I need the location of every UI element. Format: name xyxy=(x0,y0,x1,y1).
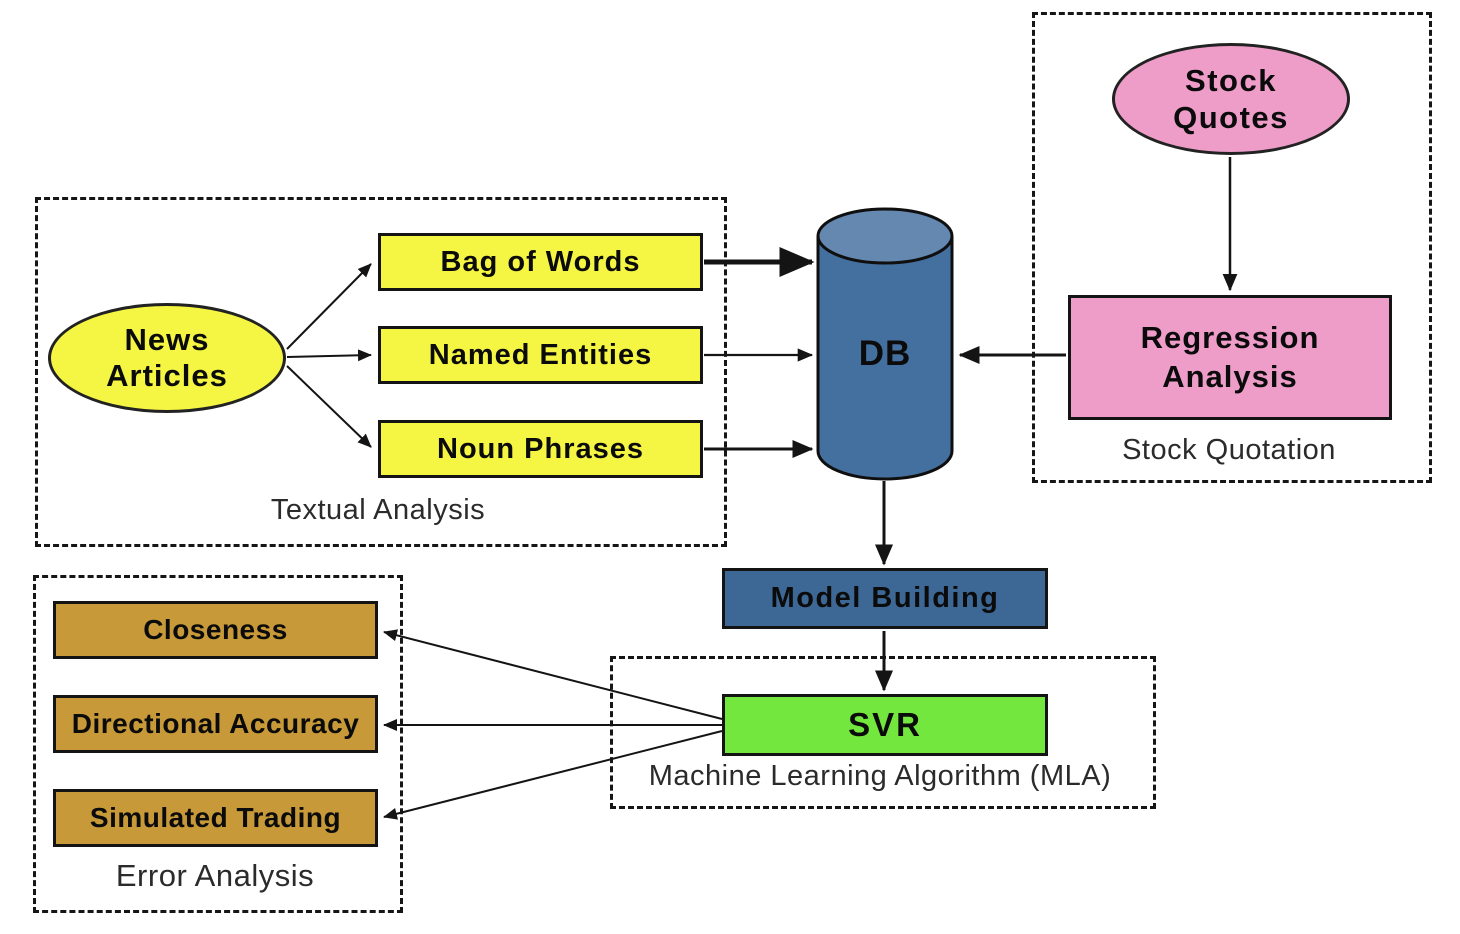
node-regression-analysis: Regression Analysis xyxy=(1068,295,1392,420)
stock-quotation-label: Stock Quotation xyxy=(1122,434,1336,466)
database-cylinder xyxy=(815,206,955,482)
node-svr: SVR xyxy=(722,694,1048,756)
named-entities-label: Named Entities xyxy=(428,338,653,371)
node-named-entities: Named Entities xyxy=(378,326,703,384)
node-bag-of-words: Bag of Words xyxy=(378,233,703,291)
node-model-building: Model Building xyxy=(722,568,1048,629)
closeness-label: Closeness xyxy=(143,614,288,645)
db-label: DB xyxy=(858,334,912,373)
regression-analysis-label: Regression Analysis xyxy=(1140,319,1320,394)
simulated-trading-label: Simulated Trading xyxy=(89,802,342,833)
database-cylinder-icon xyxy=(816,207,954,481)
group-textual-analysis xyxy=(35,197,727,547)
bag-of-words-label: Bag of Words xyxy=(440,245,641,278)
noun-phrases-label: Noun Phrases xyxy=(437,432,644,465)
node-simulated-trading: Simulated Trading xyxy=(53,789,378,847)
node-closeness: Closeness xyxy=(53,601,378,659)
node-directional-accuracy: Directional Accuracy xyxy=(53,695,378,753)
stock-quotes-label: Stock Quotes xyxy=(1173,62,1289,135)
machine-learning-algorithm-label: Machine Learning Algorithm (MLA) xyxy=(648,760,1112,792)
node-noun-phrases: Noun Phrases xyxy=(378,420,703,478)
model-building-label: Model Building xyxy=(770,582,1000,614)
group-stock-quotation xyxy=(1032,12,1432,483)
news-articles-label: News Articles xyxy=(106,322,228,393)
node-news-articles: News Articles xyxy=(48,303,286,413)
textual-analysis-label: Textual Analysis xyxy=(270,494,486,526)
node-stock-quotes: Stock Quotes xyxy=(1112,43,1350,155)
svr-label: SVR xyxy=(848,706,922,743)
error-analysis-label: Error Analysis xyxy=(115,858,315,893)
directional-accuracy-label: Directional Accuracy xyxy=(71,708,360,739)
